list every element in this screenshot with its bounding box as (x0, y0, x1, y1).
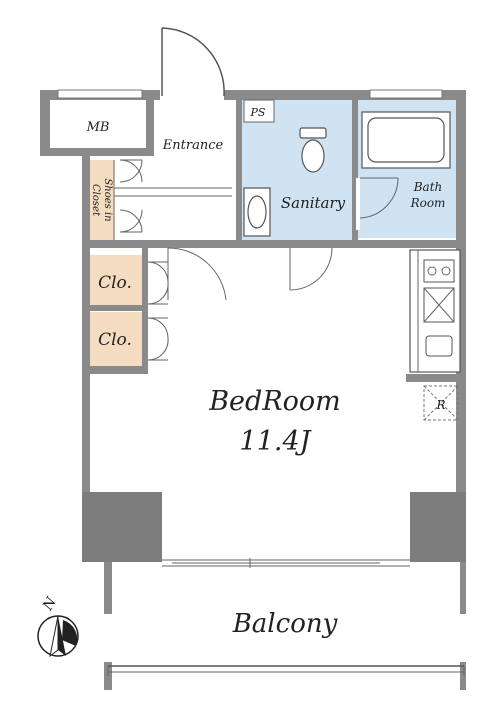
refrigerator (423, 385, 459, 421)
kitchen-counter (409, 249, 461, 373)
closet-2-label: Clo. (98, 330, 132, 350)
bath-label-line1: Bath (413, 180, 443, 194)
sanitary-fixtures (243, 99, 327, 237)
shoes-closet (113, 159, 232, 240)
shoes-label-line2: Closet (90, 184, 101, 217)
balcony-label: Balcony (232, 609, 338, 639)
mb-window (57, 89, 143, 99)
refrigerator-label: R (435, 398, 445, 412)
shoes-label-line1: Shoes in (102, 178, 113, 221)
sanitary-door[interactable] (289, 247, 333, 291)
bedroom-size: 11.4J (240, 426, 313, 457)
entrance-to-bedroom-door[interactable] (167, 247, 227, 301)
bathtub (361, 111, 451, 169)
walls (40, 90, 466, 690)
closet-1-fill (90, 255, 142, 307)
sanitary-label: Sanitary (281, 194, 346, 212)
ps-label: PS (250, 106, 266, 119)
bath-label-line2: Room (410, 196, 446, 210)
mb-label: MB (86, 120, 110, 135)
bedroom-label: BedRoom (208, 386, 341, 417)
closet-1-label: Clo. (98, 273, 132, 293)
balcony-sliding-window[interactable] (162, 558, 410, 568)
bath-window (369, 89, 443, 99)
closet-2-fill (90, 312, 142, 366)
entrance-label: Entrance (162, 138, 224, 153)
balcony-railing (107, 665, 465, 676)
compass (37, 615, 79, 658)
shoes-closet-fill (90, 160, 114, 240)
bath-door[interactable] (356, 177, 399, 230)
entrance-door[interactable] (160, 27, 225, 100)
closet-doors[interactable] (147, 261, 169, 361)
north-label: N (40, 594, 61, 614)
